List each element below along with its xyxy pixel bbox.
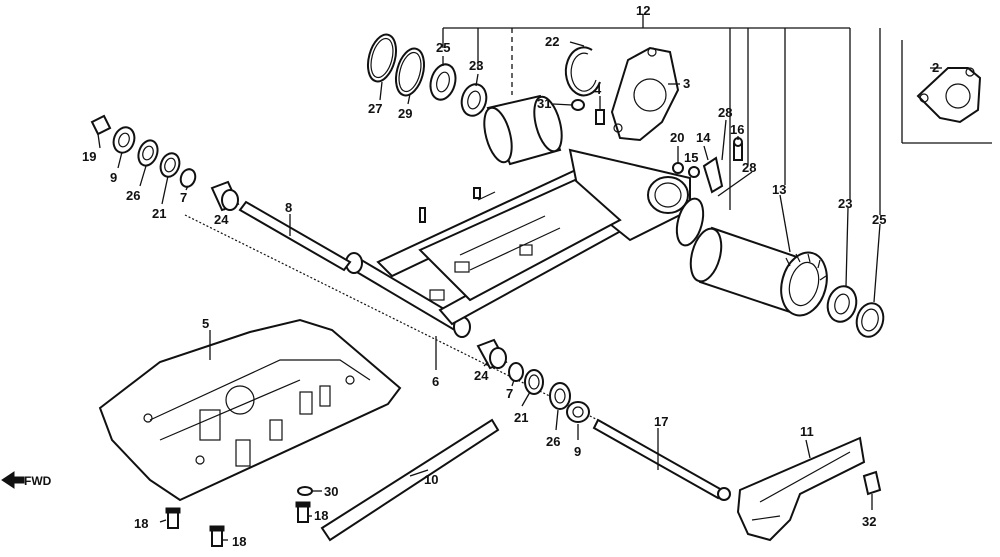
label-part-7-left: 7 — [180, 190, 187, 205]
part-7-bush-left — [179, 168, 197, 188]
part-21-seal-left — [159, 152, 181, 178]
group-bracket-2 — [901, 40, 992, 144]
part-15-nut — [688, 166, 700, 178]
part-28-oring — [675, 197, 705, 247]
label-part-10: 10 — [424, 472, 438, 487]
label-part-3: 3 — [683, 76, 690, 91]
label-part-12: 12 — [636, 3, 650, 18]
label-part-9-left: 9 — [110, 170, 117, 185]
part-31-washer — [571, 99, 585, 111]
fwd-label: FWD — [24, 474, 52, 488]
label-part-11: 11 — [800, 424, 814, 439]
part-17-rod — [592, 418, 731, 501]
pivot-tube — [483, 94, 563, 166]
label-part-20: 20 — [670, 130, 684, 145]
part-18-bolt-b — [209, 525, 225, 547]
part-27-oring — [366, 33, 398, 83]
part-19-nut — [90, 114, 112, 136]
part-24-bush-center — [476, 338, 508, 370]
part-2-plate — [916, 67, 982, 124]
part-25-seal-right — [855, 302, 885, 338]
part-23-bearing-right — [826, 285, 858, 323]
label-part-5: 5 — [202, 316, 209, 331]
label-part-26-left: 26 — [126, 188, 140, 203]
label-part-14: 14 — [696, 130, 711, 145]
part-3-plate — [610, 46, 680, 142]
label-part-18-c: 18 — [314, 508, 328, 523]
label-part-24-left: 24 — [214, 212, 229, 227]
swingarm-frame — [345, 148, 691, 338]
label-part-13: 13 — [772, 182, 786, 197]
label-part-31: 31 — [537, 96, 551, 111]
label-part-18-a: 18 — [134, 516, 148, 531]
part-14-clip — [702, 156, 724, 194]
part-32-bolt — [862, 470, 882, 496]
label-part-6: 6 — [432, 374, 439, 389]
label-part-23-right: 23 — [838, 196, 852, 211]
part-22-circlip — [564, 46, 601, 97]
part-29-oring — [394, 47, 426, 97]
label-part-25-right: 25 — [872, 212, 886, 227]
label-part-4: 4 — [594, 82, 602, 97]
label-part-29: 29 — [398, 106, 412, 121]
label-part-7-center: 7 — [506, 386, 513, 401]
group-bracket-12 — [442, 14, 881, 215]
part-21-seal-center — [524, 369, 544, 395]
part-9-washer-center — [566, 401, 590, 423]
part-8-shaft — [238, 200, 352, 272]
part-24-bush-left — [210, 180, 240, 212]
label-part-15: 15 — [684, 150, 698, 165]
label-part-28-top: 28 — [718, 105, 732, 120]
part-26-collar-center — [549, 382, 571, 410]
part-7-bush-center — [508, 362, 524, 382]
part-30-washer — [297, 486, 313, 496]
part-4-bolt — [595, 109, 605, 125]
label-part-26-center: 26 — [546, 434, 560, 449]
label-part-16: 16 — [730, 122, 744, 137]
label-part-18-b: 18 — [232, 534, 246, 549]
label-part-2: 2 — [932, 60, 939, 75]
label-part-22: 22 — [545, 34, 559, 49]
fwd-arrow: FWD — [1, 471, 52, 489]
part-13-bearing-housing — [689, 226, 828, 317]
part-20-washer — [672, 162, 684, 174]
label-part-9-center: 9 — [574, 444, 581, 459]
part-10-chain-slider — [320, 418, 500, 542]
label-part-8: 8 — [285, 200, 292, 215]
part-18-bolt-c — [295, 501, 311, 523]
part-25-seal-top — [429, 63, 457, 101]
label-part-21-center: 21 — [514, 410, 528, 425]
part-26-collar-left — [137, 139, 159, 167]
label-part-17: 17 — [654, 414, 668, 429]
label-part-28-right: 28 — [742, 160, 756, 175]
label-part-21-left: 21 — [152, 206, 166, 221]
part-18-bolt-a — [165, 507, 181, 529]
label-part-19: 19 — [82, 149, 96, 164]
leader-lines — [97, 41, 942, 541]
part-23-bearing-top — [460, 83, 488, 117]
part-16-bolt — [733, 137, 743, 161]
part-labels: 12 25 23 22 2 3 4 31 27 29 28 16 20 14 1… — [82, 3, 939, 549]
label-part-23-top: 23 — [469, 58, 483, 73]
label-part-27: 27 — [368, 101, 382, 116]
label-part-24-center: 24 — [474, 368, 489, 383]
part-5-skid-plate — [98, 318, 402, 502]
part-11-chain-guard — [736, 436, 866, 542]
label-part-30: 30 — [324, 484, 338, 499]
part-9-washer-left — [112, 126, 136, 154]
label-part-32: 32 — [862, 514, 876, 529]
label-part-25-top: 25 — [436, 40, 450, 55]
